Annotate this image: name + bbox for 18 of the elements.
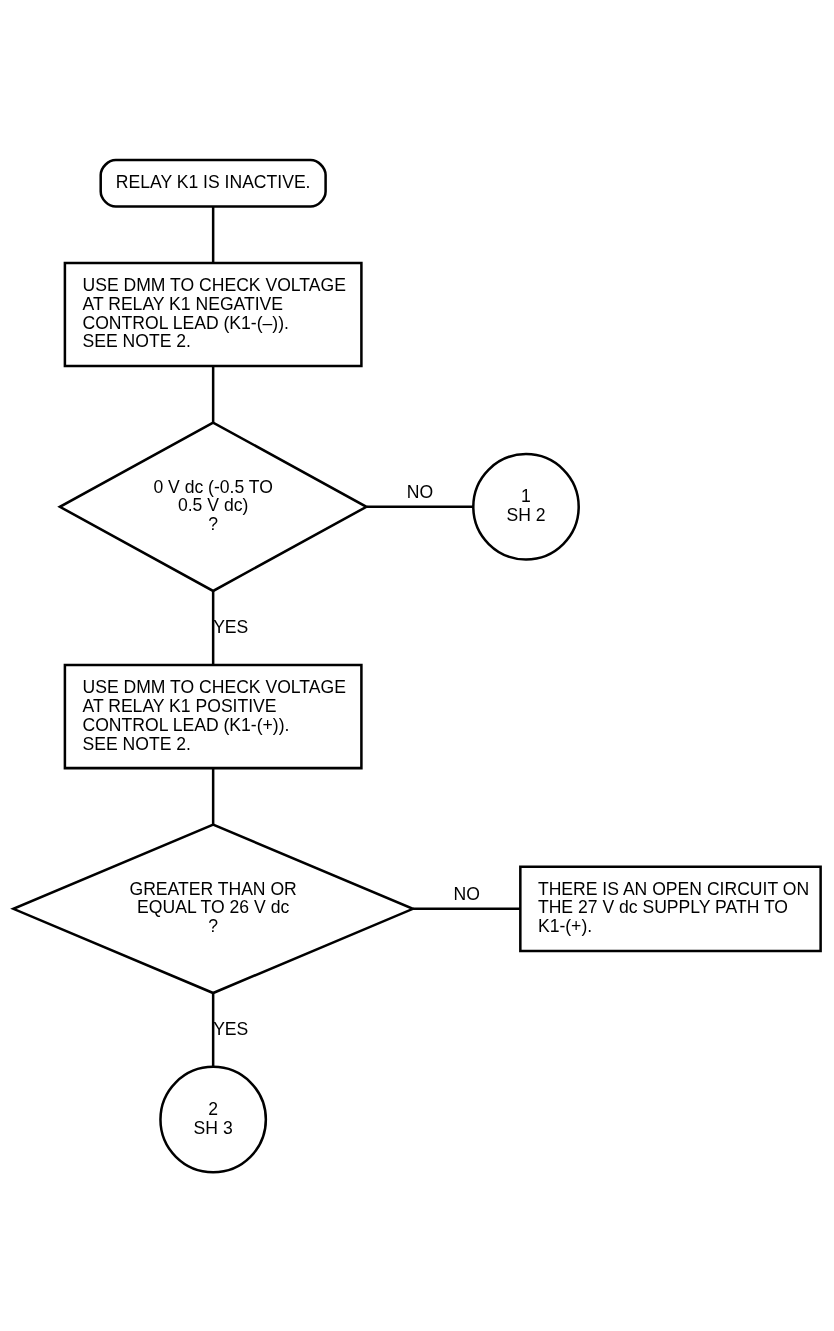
connector	[211, 590, 215, 665]
node-circle: 1 SH 2	[472, 452, 580, 561]
connector	[211, 993, 215, 1067]
edge-label: NO	[406, 481, 434, 502]
connector	[211, 206, 215, 263]
connector	[366, 505, 474, 508]
node-box: USE DMM TO CHECK VOLTAGE AT RELAY K1 POSITIVE CONTROL LEAD (K1-(+)). SEE NOTE 2.	[63, 663, 363, 769]
node-box: RELAY K1 IS INACTIVE.	[99, 158, 327, 208]
node-circle: 2 SH 3	[159, 1065, 268, 1173]
edge-label: YES	[213, 1018, 249, 1039]
connector	[211, 767, 215, 824]
node-box: USE DMM TO CHECK VOLTAGE AT RELAY K1 NEGATIVE CONTROL LEAD (K1-(–)). SEE NOTE 2.	[63, 261, 363, 367]
connector	[211, 365, 215, 422]
edge-label: NO	[453, 883, 480, 904]
connector	[413, 907, 521, 910]
node-diamond: 0 V dc (-0.5 TO 0.5 V dc) ?	[57, 420, 370, 592]
node-box: THERE IS AN OPEN CIRCUIT ON THE 27 V dc SUPPLY PATH TO K1-(+).	[519, 865, 822, 952]
edge-label: YES	[213, 616, 249, 637]
